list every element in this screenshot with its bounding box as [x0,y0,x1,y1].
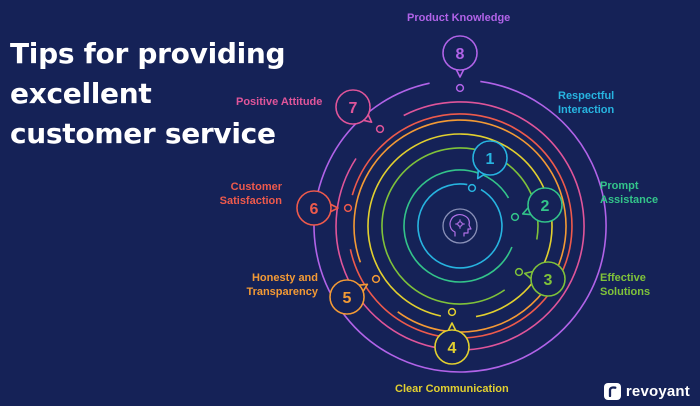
head-gear-icon [449,214,472,237]
page-title: Tips for providing excellent customer se… [10,34,286,154]
tip-6-line-1: Customer [230,181,282,193]
tip-3-line-1: Effective [600,272,646,284]
tip-marker-1: 1 [467,140,508,193]
arc-4 [367,133,553,318]
tip-number-2: 2 [541,198,550,215]
tip-number-8: 8 [456,46,465,63]
ring-dot-8 [455,83,465,93]
tip-4-line-1: Clear Communication [395,383,509,395]
bubble-fill-2 [528,188,562,222]
label-effective-solutions: Effective Solutions [600,271,650,299]
tip-7-line-1: Positive Attitude [236,96,323,108]
arc-2 [403,169,513,283]
tip-number-6: 6 [310,201,319,218]
tip-marker-8: 8 [442,35,478,93]
tip-1-line-1: Respectful [558,90,615,102]
label-clear-communication: Clear Communication [395,382,509,396]
arc-7 [335,101,585,351]
tip-marker-2: 2 [510,187,563,223]
ring-dot-6 [343,203,353,213]
bubble-fill-4 [435,330,469,364]
tip-1-line-2: Interaction [558,104,615,116]
tip-3-line-2: Solutions [600,286,651,298]
label-product-knowledge: Product Knowledge [407,11,510,25]
arc-5 [353,119,567,333]
title-line-2: excellent [10,77,152,110]
tip-number-1: 1 [486,151,495,168]
label-customer-satisfaction: Customer Satisfaction [202,180,282,208]
brand-name: revoyant [625,383,690,400]
ring-dot-5 [371,274,381,284]
label-respectful-interaction: Respectful Interaction [558,89,614,117]
tip-5-line-1: Honesty and [251,272,318,284]
bubble-fill-3 [531,262,565,296]
brand-logo: revoyant [603,383,690,400]
tip-marker-7: 7 [335,89,385,134]
arc-6 [349,113,573,339]
bubble-fill-8 [443,36,477,70]
tip-markers: 1 2 3 4 5 6 7 8 [296,35,566,365]
tip-2-line-2: Assistance [600,194,659,206]
bubble-fill-7 [336,90,370,124]
title-line-3: customer service [10,117,276,150]
tip-8-line-1: Product Knowledge [407,12,511,24]
bubble-fill-6 [297,191,331,225]
center-hub [442,208,478,244]
arc-3 [381,147,539,305]
tip-marker-4: 4 [434,307,470,365]
arc-8 [313,80,607,373]
label-honesty-transparency: Honesty and Transparency [232,271,318,299]
ring-dot-4 [447,307,457,317]
bubble-fill-1 [473,141,507,175]
tip-6-line-2: Satisfaction [219,195,282,207]
tip-marker-5: 5 [329,274,381,315]
ring-dot-2 [510,212,520,222]
title-line-1: Tips for providing [10,37,286,70]
r-logo-icon [603,383,621,400]
tip-2-line-1: Prompt [600,180,639,192]
tip-number-4: 4 [448,340,457,357]
tip-number-7: 7 [349,100,358,117]
tip-marker-6: 6 [296,190,353,226]
arc-1 [417,183,503,269]
label-positive-attitude: Positive Attitude [236,95,322,109]
ring-dot-1 [467,183,477,193]
tip-number-5: 5 [343,290,352,307]
label-prompt-assistance: Prompt Assistance [600,179,658,207]
ring-dot-3 [514,267,524,277]
tip-5-line-2: Transparency [246,286,318,298]
ring-dot-7 [375,124,385,134]
tip-marker-3: 3 [514,261,566,297]
bubble-fill-5 [330,280,364,314]
tip-number-3: 3 [544,272,553,289]
